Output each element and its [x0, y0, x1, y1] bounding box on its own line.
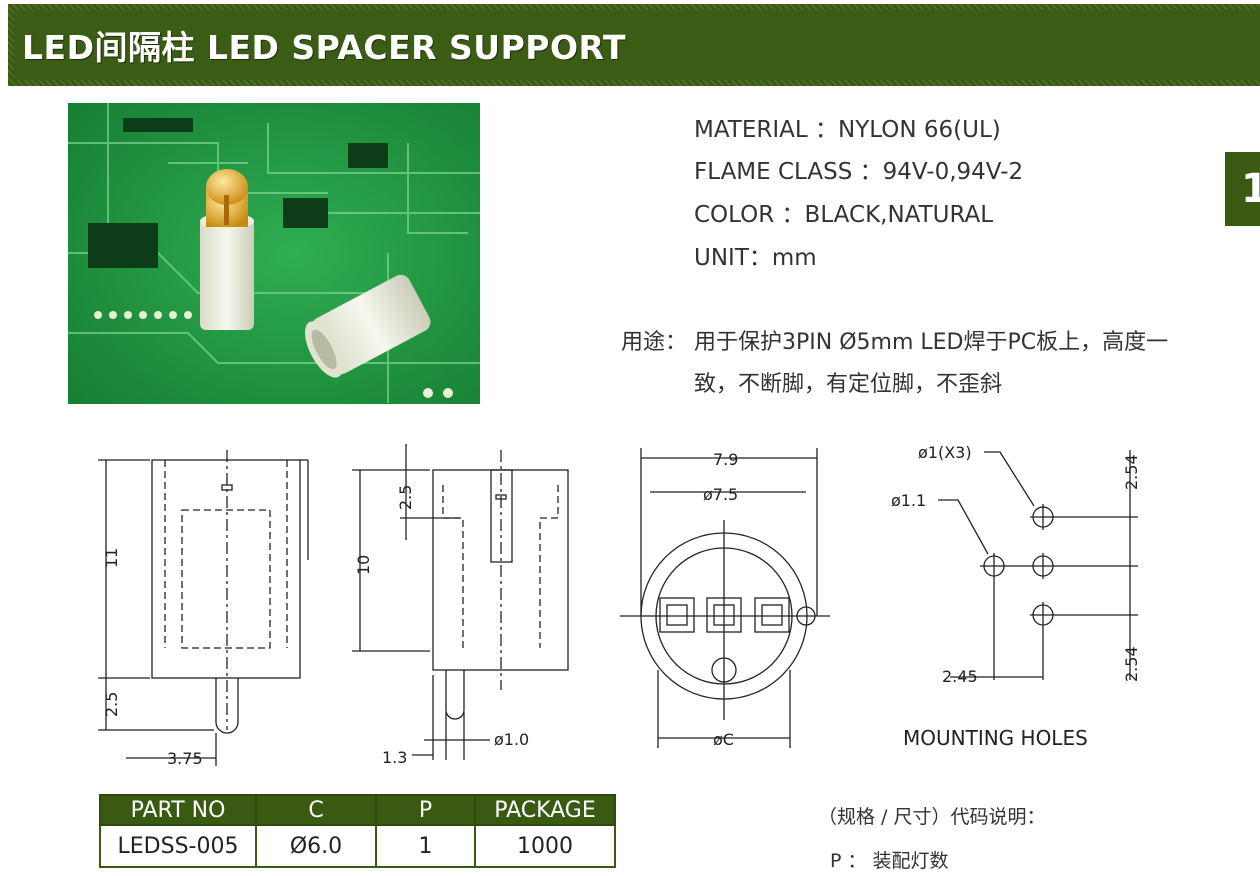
- dim-top-outer: 7.9: [713, 450, 738, 469]
- cell-package: 1000: [474, 824, 616, 868]
- header-band: [14, 10, 1260, 80]
- parts-table: PART NO C P PACKAGE LEDSS-005 Ø6.0 1 100…: [99, 794, 616, 868]
- dim-top-inner: ø7.5: [703, 485, 738, 504]
- code-legend-p: P ： 装配灯数: [830, 850, 949, 872]
- top-view: [620, 448, 830, 748]
- cell-c: Ø6.0: [255, 824, 377, 868]
- dim-top-c: øC: [713, 730, 734, 749]
- col-p: P: [375, 794, 476, 826]
- header-banner: LED间隔柱 LED SPACER SUPPORT: [8, 4, 1260, 86]
- dim-a-pitch: 3.75: [167, 749, 203, 768]
- col-part-no: PART NO: [99, 794, 257, 826]
- side-view-a: [98, 450, 309, 766]
- dim-b-height: 10: [354, 555, 373, 575]
- side-view-b: [352, 444, 569, 760]
- usage-line-1: 用于保护3PIN Ø5mm LED焊于PC板上，高度一: [694, 330, 1169, 355]
- code-legend-title: （规格 / 尺寸）代码说明：: [818, 806, 1046, 828]
- mounting-holes-label: MOUNTING HOLES: [903, 726, 1088, 750]
- dim-a-height: 11: [102, 548, 121, 568]
- dim-b-offset: 1.3: [382, 748, 407, 767]
- spec-material: MATERIAL ：NYLON 66(UL): [694, 117, 1001, 143]
- page-title: LED间隔柱 LED SPACER SUPPORT: [22, 28, 626, 67]
- dim-hole-pitch-1: 2.54: [1122, 454, 1141, 490]
- dim-hole-pitch-2: 2.54: [1122, 646, 1141, 682]
- cell-p: 1: [375, 824, 476, 868]
- product-photo: [68, 103, 480, 404]
- table-row: LEDSS-005 Ø6.0 1 1000: [99, 824, 616, 868]
- dim-b-top: 2.5: [396, 485, 415, 510]
- dim-hole-1-1: ø1.1: [891, 491, 926, 510]
- dim-a-pin: 2.5: [102, 692, 121, 717]
- spec-color: COLOR ：BLACK,NATURAL: [694, 202, 994, 228]
- usage-line-2: 致，不断脚，有定位脚，不歪斜: [694, 372, 1003, 397]
- table-header-row: PART NO C P PACKAGE: [99, 794, 616, 826]
- col-c: C: [255, 794, 377, 826]
- usage-block: 用途：用于保护3PIN Ø5mm LED焊于PC板上，高度一 致，不断脚，有定位…: [621, 322, 1168, 406]
- usage-label: 用途：: [621, 330, 688, 355]
- dim-hole-x3: ø1(X3): [918, 443, 972, 462]
- dim-b-pin-dia: ø1.0: [494, 730, 529, 749]
- mounting-holes: [938, 450, 1138, 680]
- cell-part-no: LEDSS-005: [99, 824, 257, 868]
- technical-drawings: 11 2.5 3.75 2.5 10 ø1.0 1.3: [98, 443, 1141, 768]
- dim-hole-pitch-3: 2.45: [942, 667, 978, 686]
- col-package: PACKAGE: [474, 794, 616, 826]
- spec-flame-class: FLAME CLASS ：94V-0,94V-2: [694, 159, 1024, 185]
- spec-unit: UNIT：mm: [694, 245, 817, 271]
- page-tab-label: 1: [1241, 166, 1260, 212]
- page-tab[interactable]: 1: [1225, 152, 1260, 226]
